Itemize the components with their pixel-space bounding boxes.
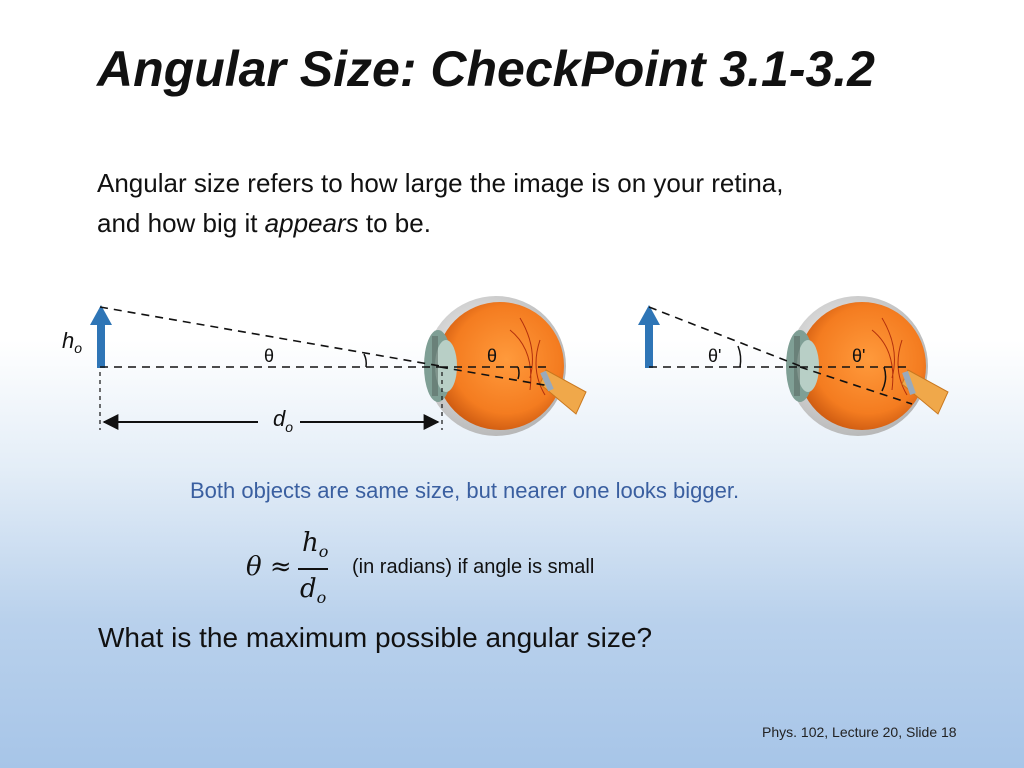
intro-text-part: to be. [358, 208, 431, 238]
near-far-left-setup: ho θ θ do [62, 296, 587, 436]
formula-lhs: θ ≈ [246, 552, 292, 582]
eye-left-icon [424, 296, 587, 436]
slide-footer: Phys. 102, Lecture 20, Slide 18 [762, 724, 957, 740]
object-height-label: ho [62, 328, 82, 356]
formula-denominator-sub: o [316, 588, 327, 608]
fraction-bar [298, 568, 328, 570]
intro-text: Angular size refers to how large the ima… [97, 163, 957, 243]
angle-theta-prime-outside: θ' [708, 346, 721, 366]
near-right-setup: θ' θ' [638, 296, 949, 436]
intro-line-1: Angular size refers to how large the ima… [97, 168, 784, 198]
angular-size-formula: θ ≈ ho do [246, 528, 336, 614]
formula-denominator-symbol: d [300, 574, 317, 604]
intro-text-part: and how big it [97, 208, 265, 238]
object-distance-label: do [273, 406, 293, 435]
angle-theta-outside: θ [264, 346, 274, 366]
intro-line-2: and how big it appears to be. [97, 203, 957, 243]
slide-title: Angular Size: CheckPoint 3.1-3.2 [97, 41, 875, 97]
angular-size-diagram: ho θ θ do θ' θ' [62, 296, 949, 436]
question-text: What is the maximum possible angular siz… [98, 622, 653, 653]
object-arrow-right [638, 305, 660, 368]
formula-note: (in radians) if angle is small [352, 556, 595, 578]
eye-right-icon [786, 296, 949, 436]
object-arrow-left [90, 305, 112, 368]
angle-theta-inside: θ [487, 346, 497, 366]
formula-numerator: ho [302, 528, 328, 561]
formula-numerator-symbol: h [302, 528, 319, 558]
angle-theta-prime-inside: θ' [852, 346, 865, 366]
intro-emphasis: appears [264, 208, 359, 238]
formula-numerator-sub: o [318, 542, 329, 562]
formula-denominator: do [300, 574, 326, 607]
diagram-caption: Both objects are same size, but nearer o… [190, 478, 740, 503]
